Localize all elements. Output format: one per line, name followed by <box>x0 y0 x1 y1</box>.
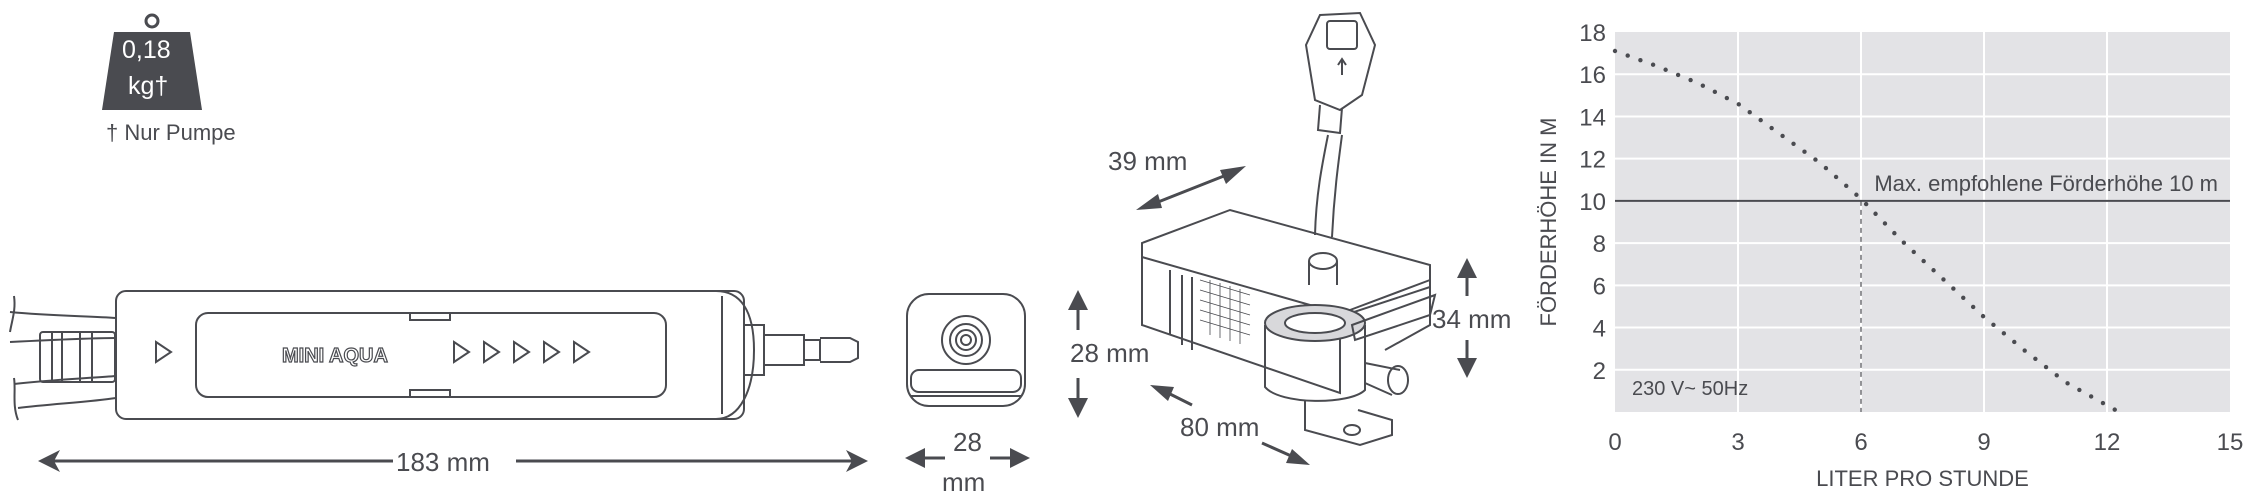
curve-dot <box>1941 277 1946 282</box>
curve-dot <box>1882 221 1888 226</box>
curve-dot <box>1638 57 1643 63</box>
curve-dot <box>1700 83 1706 88</box>
curve-dot <box>1791 141 1796 147</box>
curve-dot <box>2088 394 2094 399</box>
max-head-label: Max. empfohlene Förderhöhe 10 m <box>1874 171 2218 196</box>
front-height-label: 28 mm <box>1070 338 1150 368</box>
curve-dot <box>1991 322 1996 327</box>
y-tick-label: 8 <box>1593 231 1606 258</box>
x-axis-label: LITER PRO STUNDE <box>1816 466 2029 491</box>
curve-dot <box>1901 240 1907 245</box>
y-tick-label: 18 <box>1579 20 1606 47</box>
curve-dot <box>2033 356 2038 361</box>
flow-arrows-icon <box>453 340 591 364</box>
curve-dot <box>1823 165 1829 171</box>
curve-dot <box>1970 304 1976 310</box>
curve-dot <box>1724 95 1730 101</box>
weight-icon <box>102 13 202 110</box>
x-tick-label: 15 <box>2217 429 2244 456</box>
voltage-annotation: 230 V~ 50Hz <box>1632 378 1748 400</box>
curve-dot <box>1873 211 1878 216</box>
curve-dot <box>1844 183 1849 189</box>
curve-dot <box>2112 407 2117 412</box>
curve-dot <box>1951 286 1956 291</box>
curve-dot <box>1650 62 1656 67</box>
width-label: 80 mm <box>1180 412 1260 442</box>
y-tick-label: 2 <box>1593 358 1606 385</box>
weight-value: 0,18 <box>122 36 171 64</box>
curve-dot <box>1663 67 1668 72</box>
plot-area <box>1615 32 2230 412</box>
weight-footnote: † Nur Pumpe <box>106 120 236 145</box>
height-label: 34 mm <box>1432 304 1512 334</box>
curve-dot <box>1758 117 1763 123</box>
curve-dot <box>1813 157 1818 162</box>
y-tick-label: 16 <box>1579 62 1606 89</box>
x-tick-label: 0 <box>1608 429 1621 456</box>
curve-dot <box>2100 400 2106 406</box>
curve-dot <box>1712 89 1718 95</box>
length-label: 183 mm <box>396 447 490 477</box>
x-tick-label: 6 <box>1854 429 1867 456</box>
front-height-arrow <box>1068 290 1088 418</box>
y-axis-label: FÖRDERHÖHE IN M <box>1536 118 1561 327</box>
front-width-number: 28 <box>953 427 982 457</box>
curve-dot <box>2054 373 2059 378</box>
y-tick-label: 4 <box>1593 316 1606 343</box>
curve-dot <box>1833 174 1839 180</box>
pump-side-view: MINI AQUA <box>9 290 859 421</box>
curve-dot <box>1921 258 1926 264</box>
width-arrow <box>1150 385 1310 465</box>
curve-dot <box>1802 149 1807 154</box>
curve-dot <box>1688 77 1693 83</box>
x-tick-label: 9 <box>1977 429 1990 456</box>
curve-dot <box>1863 201 1869 207</box>
curve-dot <box>1736 102 1741 107</box>
pump-front-view <box>906 293 1026 407</box>
curve-dot <box>1769 125 1774 131</box>
length-dimension-arrow <box>38 450 868 472</box>
depth-arrow <box>1136 166 1246 210</box>
curve-dot <box>1612 48 1618 54</box>
front-width-unit: mm <box>942 467 986 497</box>
curve-dot <box>2012 339 2017 345</box>
front-width-arrow <box>905 448 1030 468</box>
weight-unit: kg† <box>128 72 169 100</box>
curve-dot <box>2065 381 2070 386</box>
curve-dot <box>2001 331 2007 336</box>
pump-isometric-view <box>1141 11 1437 447</box>
curve-dot <box>1961 295 1966 300</box>
curve-dot <box>1980 313 1986 319</box>
y-tick-label: 14 <box>1579 104 1606 131</box>
curve-dot <box>1892 230 1897 236</box>
curve-dot <box>1931 268 1936 273</box>
curve-dot <box>1747 110 1752 115</box>
curve-dot <box>2077 387 2082 393</box>
y-tick-label: 6 <box>1593 273 1606 300</box>
product-name-label: MINI AQUA <box>282 345 388 367</box>
curve-dot <box>1780 133 1785 139</box>
height-arrow <box>1457 258 1477 378</box>
depth-label: 39 mm <box>1108 146 1188 176</box>
curve-dot <box>2022 348 2027 353</box>
curve-dot <box>1625 53 1630 58</box>
curve-dot <box>1854 192 1859 197</box>
curve-dot <box>2043 364 2049 370</box>
y-tick-label: 10 <box>1579 189 1606 216</box>
y-tick-label: 12 <box>1579 147 1606 174</box>
curve-dot <box>1911 249 1916 255</box>
x-tick-label: 12 <box>2094 429 2121 456</box>
x-tick-label: 3 <box>1731 429 1744 456</box>
curve-dot <box>1675 72 1681 78</box>
